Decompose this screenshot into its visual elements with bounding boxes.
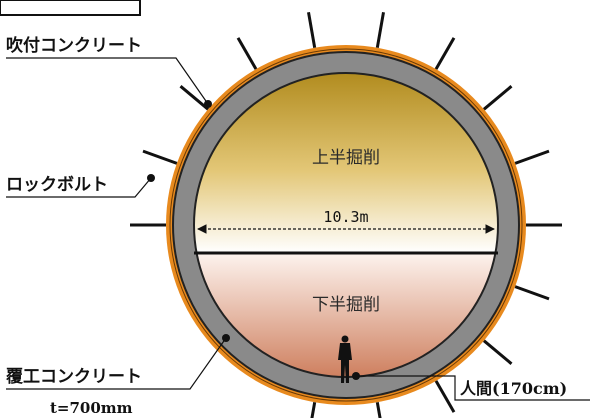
rock-bolt-icon <box>514 149 550 165</box>
width-label: 10.3m <box>323 208 368 226</box>
rock-bolt-icon <box>142 149 178 165</box>
leader-lines <box>6 57 590 401</box>
title-box <box>0 0 141 16</box>
shotcrete-label: 吹付コンクリート <box>6 35 142 56</box>
upper-excavation-label: 上半掘削 <box>312 148 380 168</box>
shotcrete-edge <box>169 48 523 402</box>
rock-bolt-icon <box>310 402 317 418</box>
rock-bolt-icon <box>482 85 513 111</box>
lining-label: 覆工コンクリート <box>6 367 142 387</box>
rock-bolts-group <box>130 12 562 418</box>
rock-bolt-label: ロックボルト <box>6 175 108 195</box>
rock-bolt-icon <box>482 339 513 365</box>
rock-bolt-icon <box>375 12 385 48</box>
rock-bolt-icon <box>236 37 258 70</box>
rock-bolt-icon <box>179 85 210 111</box>
lower-excavation-label: 下半掘削 <box>312 295 380 315</box>
leader-dots <box>147 100 360 380</box>
lining-outer-edge <box>172 51 520 399</box>
person-silhouette-icon <box>338 335 352 383</box>
rock-bolt-icon <box>307 12 317 48</box>
person-label: 人間(170cm) <box>460 379 567 398</box>
rock-bolt-icon <box>375 402 382 418</box>
rock-bolt-icon <box>514 285 550 301</box>
rock-bolt-icon <box>434 380 456 413</box>
lining-thickness-label: t=700mm <box>50 399 133 417</box>
rock-bolt-icon <box>434 37 456 70</box>
